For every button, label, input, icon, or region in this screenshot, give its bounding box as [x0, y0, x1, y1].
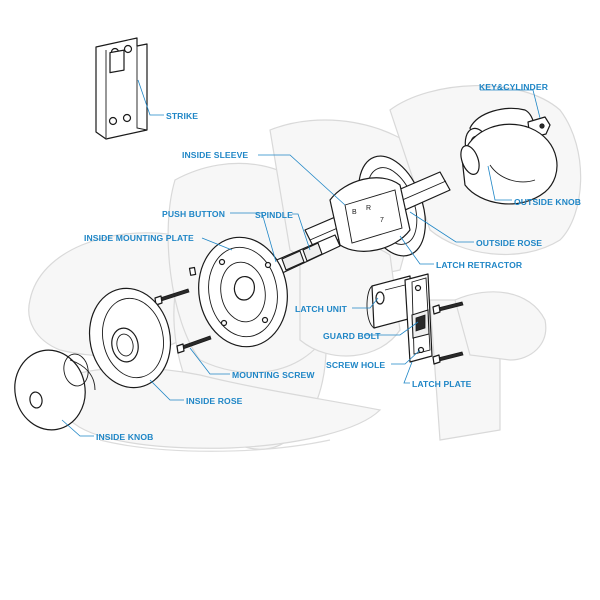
strike-part	[95, 37, 148, 140]
label-mounting-screw: MOUNTING SCREW	[232, 370, 315, 380]
label-inside-mounting-plate: INSIDE MOUNTING PLATE	[84, 233, 194, 243]
label-latch-plate: LATCH PLATE	[412, 379, 472, 389]
label-inside-rose: INSIDE ROSE	[186, 396, 243, 406]
label-inside-knob: INSIDE KNOB	[96, 432, 154, 442]
leader-lines	[61, 79, 541, 437]
mounting-screws-right	[432, 301, 464, 365]
outside-knob-part	[460, 123, 558, 205]
leader-latch-plate	[403, 361, 413, 384]
label-latch-unit: LATCH UNIT	[295, 304, 347, 314]
svg-text:7: 7	[380, 217, 384, 224]
leader-spindle	[292, 213, 311, 251]
svg-text:R: R	[366, 205, 371, 212]
label-outside-rose: OUTSIDE ROSE	[476, 238, 543, 248]
leader-outside-knob	[487, 165, 512, 201]
inside-rose-part	[88, 287, 172, 389]
label-strike: STRIKE	[166, 111, 199, 121]
label-guard-bolt: GUARD BOLT	[323, 331, 381, 341]
label-key-cylinder: KEY&CYLINDER	[479, 82, 549, 92]
inside-knob-part	[14, 349, 96, 431]
leader-screw-hole	[391, 349, 421, 365]
latch-plate-part	[404, 273, 433, 363]
label-push-button: PUSH BUTTON	[162, 209, 226, 219]
label-latch-retractor: LATCH RETRACTOR	[436, 260, 523, 270]
latch-unit-part	[366, 275, 413, 329]
leader-key-cylinder	[480, 89, 541, 119]
leader-inside-sleeve	[258, 154, 346, 206]
leader-mounting-screw	[189, 347, 230, 375]
sleeve-spindle-assembly: B R 7	[269, 171, 451, 276]
leader-latch-unit	[352, 297, 379, 309]
leader-inside-mounting-plate	[201, 237, 233, 251]
label-inside-sleeve: INSIDE SLEEVE	[182, 150, 249, 160]
leader-inside-rose	[149, 379, 184, 401]
svg-text:B: B	[352, 209, 357, 216]
inside-mounting-plate-part	[188, 236, 288, 348]
label-spindle: SPINDLE	[255, 210, 293, 220]
mounting-screws-left	[154, 288, 212, 354]
leader-latch-retractor	[399, 235, 434, 265]
label-outside-knob: OUTSIDE KNOB	[514, 197, 582, 207]
leader-inside-knob	[61, 419, 94, 437]
leader-guard-bolt	[364, 321, 419, 336]
leader-outside-rose	[409, 211, 474, 243]
leader-push-button	[230, 212, 277, 263]
leader-strike	[137, 79, 164, 116]
label-screw-hole: SCREW HOLE	[326, 360, 386, 370]
